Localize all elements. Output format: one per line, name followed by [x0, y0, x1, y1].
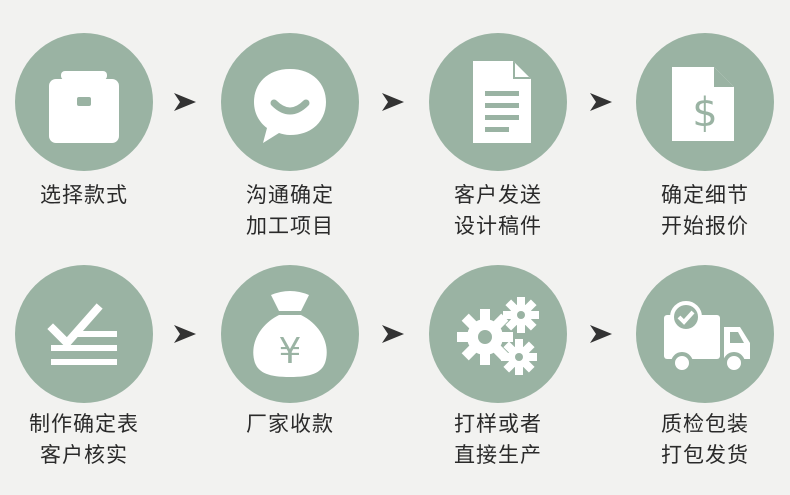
label-line-1: 客户发送: [454, 183, 542, 207]
step-label: 制作确定表 客户核实: [0, 409, 174, 471]
label-line-1: 厂家收款: [246, 412, 334, 436]
gears-icon: [457, 297, 539, 375]
arrow-right-icon: [174, 93, 196, 111]
step-label: 沟通确定 加工项目: [200, 180, 380, 242]
label-line-2: 直接生产: [454, 443, 542, 467]
label-line-2: 加工项目: [246, 214, 334, 238]
process-row-1: 选择款式 沟通确定 加工项目: [0, 0, 790, 238]
label-line-2: 开始报价: [661, 214, 749, 238]
arrow-right-icon: [382, 325, 404, 343]
step-icon-circle: $: [636, 33, 774, 171]
chat-bubble-icon: [254, 69, 326, 143]
step-label: 客户发送 设计稿件: [408, 180, 588, 242]
label-line-1: 制作确定表: [29, 412, 139, 436]
label-line-2: 客户核实: [40, 443, 128, 467]
label-line-1: 确定细节: [661, 183, 749, 207]
label-line-2: 打包发货: [661, 443, 749, 467]
label-line-1: 打样或者: [454, 412, 542, 436]
step-label: 厂家收款: [200, 409, 380, 440]
step-icon-circle: [221, 33, 359, 171]
step-icon-circle: [15, 33, 153, 171]
arrow-right-icon: [590, 93, 612, 111]
delivery-truck-icon: [664, 301, 750, 374]
svg-text:¥: ¥: [279, 331, 302, 372]
step-icon-circle: [429, 265, 567, 403]
step-icon-circle: [15, 265, 153, 403]
svg-text:$: $: [692, 90, 717, 136]
label-line-2: 设计稿件: [454, 214, 542, 238]
step-label: 质检包装 打包发货: [615, 409, 790, 471]
label-line-1: 质检包装: [661, 412, 749, 436]
arrow-right-icon: [382, 93, 404, 111]
step-label: 确定细节 开始报价: [615, 180, 790, 242]
arrow-right-icon: [590, 325, 612, 343]
step-label: 打样或者 直接生产: [408, 409, 588, 471]
arrow-right-icon: [174, 325, 196, 343]
step-icon-circle: [636, 265, 774, 403]
label-line-1: 选择款式: [40, 183, 128, 207]
checklist-icon: [47, 303, 117, 365]
step-icon-circle: [429, 33, 567, 171]
label-line-1: 沟通确定: [246, 183, 334, 207]
step-label: 选择款式: [0, 180, 174, 211]
document-icon: [473, 61, 531, 143]
money-bag-icon: ¥: [253, 291, 327, 377]
dollar-document-icon: $: [672, 67, 734, 141]
step-icon-circle: ¥: [221, 265, 359, 403]
box-icon: [49, 71, 119, 143]
process-row-2: 制作确定表 客户核实 ¥ 厂家收款: [0, 247, 790, 477]
